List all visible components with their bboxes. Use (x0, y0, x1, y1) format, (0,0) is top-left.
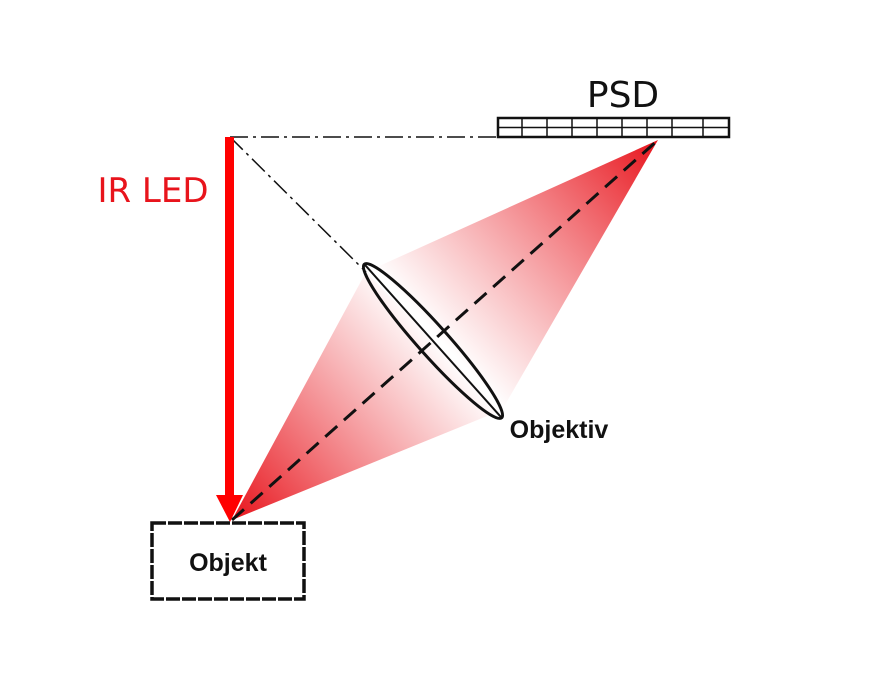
ir-led-beam-arrow (216, 137, 243, 522)
psd-sensor (496, 116, 731, 139)
psd-label: PSD (587, 75, 659, 116)
light-cone-lower (232, 272, 502, 520)
lens (361, 262, 505, 420)
reference-line-diagonal (229, 136, 367, 273)
object-box (150, 521, 306, 601)
object-label: Objekt (189, 549, 267, 577)
ir-led-label: IR LED (97, 171, 208, 211)
light-cone-upper (366, 140, 658, 410)
lens-label: Objektiv (510, 416, 609, 444)
